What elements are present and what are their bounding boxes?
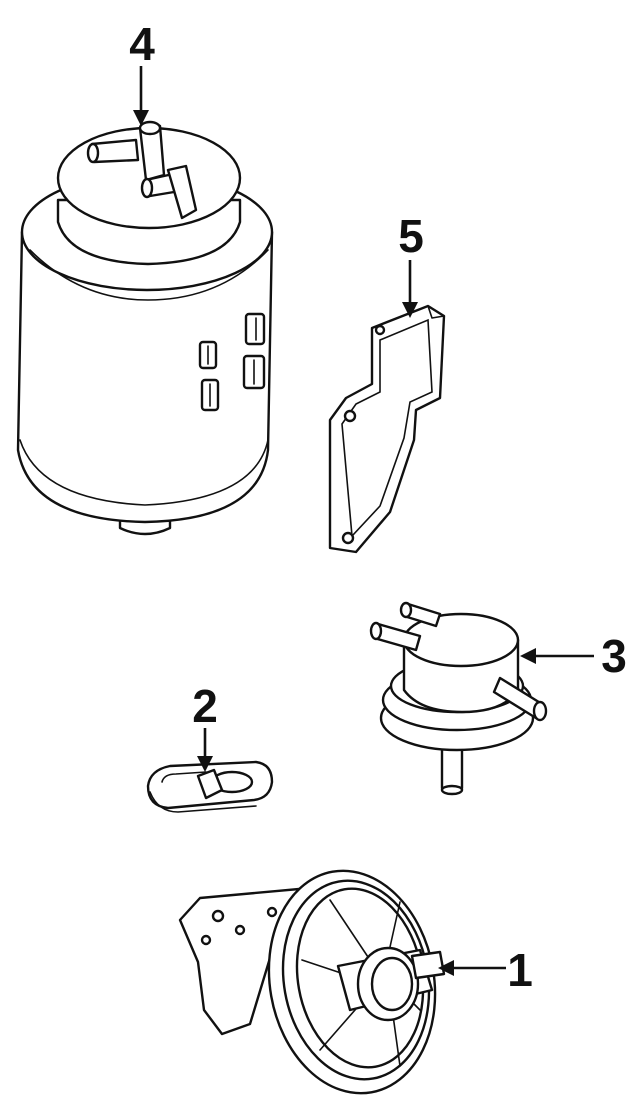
callout-arrows	[133, 66, 594, 976]
valve-part[interactable]	[369, 601, 548, 796]
callout-1: 1	[507, 944, 533, 996]
clip-part[interactable]	[146, 760, 274, 813]
callout-5: 5	[398, 210, 424, 262]
callout-3: 3	[601, 630, 627, 682]
bracket-part[interactable]	[328, 304, 446, 554]
callout-4: 4	[129, 18, 155, 70]
callout-2: 2	[192, 680, 218, 732]
canister-part[interactable]	[16, 120, 274, 536]
egr-valve-part[interactable]	[178, 857, 452, 1106]
